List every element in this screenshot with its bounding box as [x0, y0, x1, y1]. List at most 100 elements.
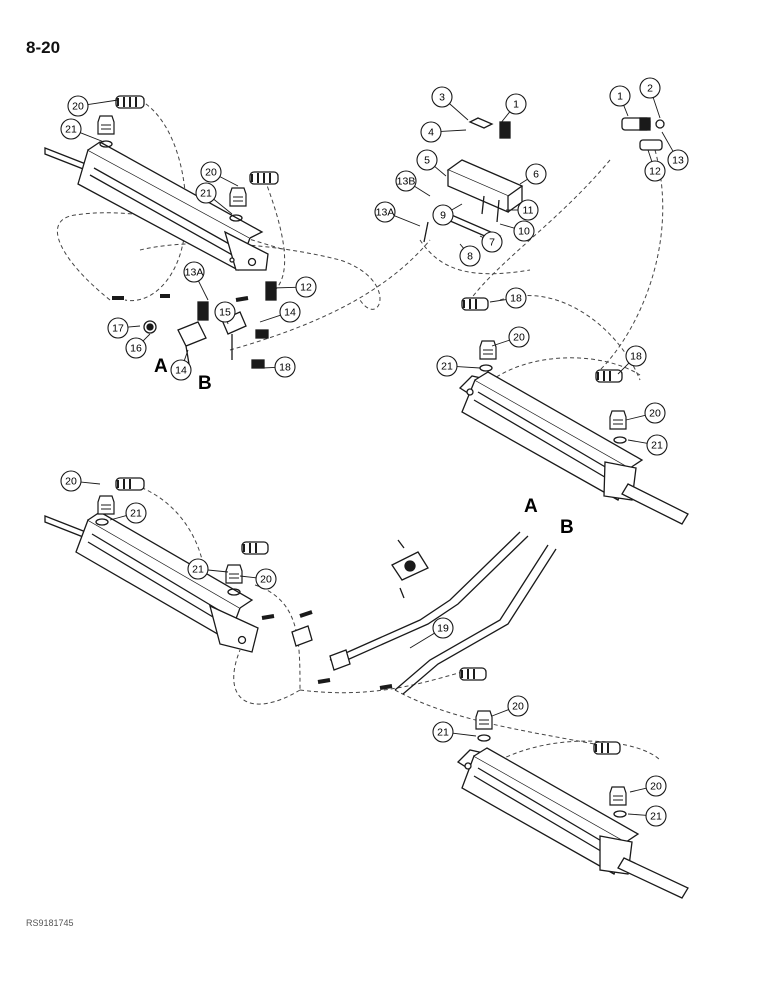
leader-line	[87, 99, 119, 105]
leader-line	[142, 333, 151, 342]
callout-circle	[644, 402, 666, 424]
callout-13B: 13B	[395, 170, 431, 197]
leader-line	[127, 325, 141, 328]
callout-circle	[525, 163, 547, 185]
callout-11: 11	[506, 199, 539, 221]
callout-circle	[645, 775, 667, 797]
leader-line	[109, 515, 127, 521]
cylinder-lower-left	[44, 511, 259, 653]
callout-number: 9	[440, 210, 446, 222]
callout-circle	[505, 287, 527, 309]
callout-number: 8	[467, 251, 473, 263]
leader-line	[661, 131, 674, 152]
callout-circle	[416, 149, 438, 171]
callout-number: 13A	[185, 267, 204, 279]
callout-circle	[200, 161, 222, 183]
callout-number: 3	[439, 92, 445, 104]
callout-20: 20	[629, 775, 667, 797]
leader-line	[479, 235, 484, 238]
callout-number: 21	[650, 811, 662, 823]
callout-circle	[60, 118, 82, 140]
callout-circle	[374, 201, 396, 223]
callout-number: 4	[428, 127, 434, 139]
callout-number: 15	[219, 307, 231, 319]
callout-circle	[125, 337, 147, 359]
leader-line	[499, 223, 515, 229]
callout-1: 1	[609, 85, 631, 117]
leader-line	[519, 178, 528, 185]
callout-number: 21	[130, 508, 142, 520]
callout-18: 18	[617, 345, 647, 375]
callout-number: 13A	[376, 207, 395, 219]
callout-circle	[60, 470, 82, 492]
callout-7: 7	[479, 231, 503, 253]
callout-circle	[436, 355, 458, 377]
callout-circle	[214, 301, 236, 323]
leader-line	[491, 709, 509, 717]
callout-circle	[420, 121, 442, 143]
leader-line	[647, 149, 653, 162]
letter-a: A	[524, 496, 538, 517]
callout-circle	[459, 245, 481, 267]
callout-18: 18	[261, 356, 296, 378]
cylinder-top-right	[458, 371, 689, 525]
callout-2: 2	[639, 77, 661, 119]
callout-12: 12	[644, 149, 666, 182]
callout-circle	[639, 77, 661, 99]
leader-line	[219, 176, 239, 187]
leader-line	[414, 185, 431, 197]
callout-circle	[432, 617, 454, 639]
leader-line	[409, 632, 435, 649]
callout-number: 21	[441, 361, 453, 373]
hose-end-fittings	[115, 95, 623, 755]
callout-9: 9	[432, 203, 463, 226]
callout-number: 19	[437, 623, 449, 635]
leader-line	[629, 787, 647, 793]
leader-line	[627, 813, 647, 816]
callout-17: 17	[107, 317, 141, 339]
callout-circle	[395, 170, 417, 192]
callout-number: 20	[65, 476, 77, 488]
callout-circle	[481, 231, 503, 253]
callout-circle	[508, 326, 530, 348]
callout-21: 21	[60, 118, 105, 143]
leader-line	[198, 280, 209, 301]
callout-circle	[505, 93, 527, 115]
callout-13: 13	[661, 131, 689, 171]
leader-line	[394, 215, 421, 227]
callout-19: 19	[409, 617, 454, 649]
leader-line	[499, 111, 511, 125]
callout-21: 21	[627, 434, 668, 456]
callout-number: 14	[175, 365, 187, 377]
cylinder-lower-right	[456, 747, 689, 899]
callout-number: 21	[65, 124, 77, 136]
leader-line	[451, 203, 463, 211]
callout-circle	[645, 805, 667, 827]
callout-number: 18	[510, 293, 522, 305]
leader-line	[456, 366, 481, 369]
tube-lines	[329, 531, 557, 695]
leader-line	[489, 299, 507, 303]
callout-circle	[667, 149, 689, 171]
callout-circle	[195, 182, 217, 204]
callout-number: 20	[72, 101, 84, 113]
fittings-top-right	[621, 117, 665, 151]
leader-line	[452, 732, 477, 737]
callout-20: 20	[491, 695, 529, 717]
letter-a: A	[154, 356, 168, 377]
callout-3: 3	[431, 86, 469, 121]
callout-circle	[432, 721, 454, 743]
callout-number: 11	[523, 205, 534, 217]
callout-circle	[513, 220, 535, 242]
callout-20: 20	[239, 568, 277, 590]
callout-circle	[170, 359, 192, 381]
callout-21: 21	[436, 355, 481, 377]
callout-circle	[609, 85, 631, 107]
callout-number: 5	[424, 155, 430, 167]
callout-number: 21	[192, 564, 204, 576]
callout-1: 1	[499, 93, 527, 125]
callout-number: 2	[647, 83, 653, 95]
